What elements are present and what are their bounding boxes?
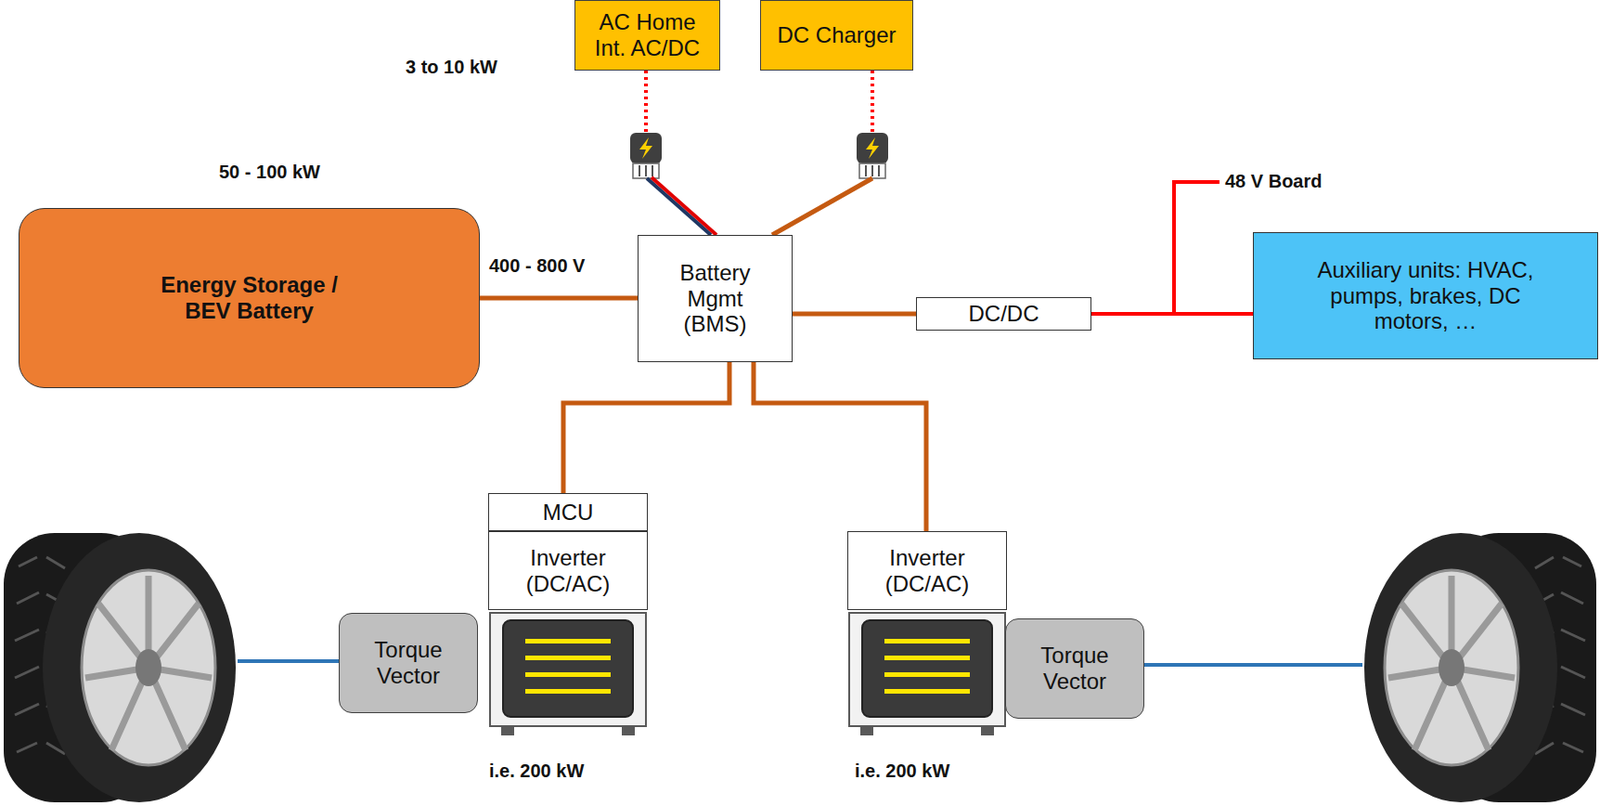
motor-winding xyxy=(884,655,970,660)
motor-frame xyxy=(849,612,1006,726)
connector xyxy=(479,297,638,299)
connector-line xyxy=(644,70,648,133)
node-text: Inverter (DC/AC) xyxy=(512,544,624,596)
motor-icon xyxy=(490,612,646,736)
plug-pin xyxy=(864,165,867,177)
wheel-hub xyxy=(135,648,162,686)
plug-body xyxy=(630,132,662,164)
plug-pin xyxy=(638,165,641,177)
plug-head xyxy=(859,163,886,179)
axle xyxy=(237,658,339,663)
motor-winding xyxy=(884,638,970,644)
motor-winding xyxy=(884,688,970,694)
plug-pin xyxy=(871,165,874,177)
motor-core xyxy=(503,619,633,717)
node-text: Torque Vector xyxy=(361,636,455,688)
tire xyxy=(3,532,236,802)
connector xyxy=(792,313,917,315)
axle xyxy=(1144,662,1363,667)
torque-vector-box: Torque Vector xyxy=(338,612,478,713)
connector xyxy=(772,70,873,235)
motor-winding xyxy=(884,671,970,677)
motor-core xyxy=(862,619,993,717)
converter-box: DC/DC xyxy=(916,296,1092,331)
connector-line xyxy=(870,70,875,133)
spec-label: 400 - 800 V xyxy=(489,254,585,277)
tire xyxy=(1364,532,1597,802)
connector-line xyxy=(792,311,917,317)
node-text: AC Home Int. AC/DC xyxy=(589,9,706,61)
tire-sidewall xyxy=(1364,532,1558,802)
plug-pin xyxy=(645,165,647,177)
spec-label: i.e. 200 kW xyxy=(489,759,584,782)
connector xyxy=(563,361,730,493)
connector xyxy=(1091,313,1253,315)
mcu-box: MCU xyxy=(488,492,648,531)
node-text: DC/DC xyxy=(968,300,1040,327)
connector-line xyxy=(1091,311,1253,316)
connector-line xyxy=(479,296,638,301)
connector xyxy=(645,70,717,235)
inverter-box: Inverter (DC/AC) xyxy=(847,530,1007,610)
motor-icon xyxy=(849,612,1006,736)
charging-plug xyxy=(630,132,662,179)
rim-spokes xyxy=(1388,575,1515,750)
connector-line xyxy=(646,178,711,235)
motor-foot xyxy=(980,725,994,736)
connector-line xyxy=(651,177,717,235)
motor-frame xyxy=(490,612,646,726)
node-text: Battery Mgmt (BMS) xyxy=(659,259,772,337)
connector-line xyxy=(753,361,927,531)
wheel-hub xyxy=(1438,648,1465,686)
plug-pin xyxy=(877,165,880,177)
motor-foot xyxy=(501,725,515,736)
plug-bolt xyxy=(639,137,653,159)
node-text: Energy Storage / BEV Battery xyxy=(147,271,352,323)
motor-winding xyxy=(525,638,611,644)
motor-winding xyxy=(525,688,611,694)
torque-vector-box: Torque Vector xyxy=(1005,618,1145,719)
bms-box: Battery Mgmt (BMS) xyxy=(637,234,793,362)
connector-line xyxy=(772,178,873,235)
spec-label: i.e. 200 kW xyxy=(854,759,950,782)
node-text: Inverter (DC/AC) xyxy=(871,544,983,596)
auxiliary-box: Auxiliary units: HVAC, pumps, brakes, DC… xyxy=(1252,232,1599,360)
node-text: MCU xyxy=(542,499,594,526)
plug-pin xyxy=(651,165,654,177)
plug-head xyxy=(632,163,659,179)
board-wire xyxy=(1174,181,1220,314)
wheel-rim xyxy=(1384,569,1519,765)
spec-label: 3 to 10 kW xyxy=(405,55,498,78)
connector xyxy=(753,361,927,531)
spec-label: 50 - 100 kW xyxy=(219,160,321,183)
rim-spokes xyxy=(85,575,212,750)
wheel-rim xyxy=(81,569,216,765)
motor-foot xyxy=(860,725,874,736)
motor-winding xyxy=(525,671,611,677)
battery-box: Energy Storage / BEV Battery xyxy=(18,207,480,388)
inverter-box: Inverter (DC/AC) xyxy=(488,530,648,610)
plug-bolt xyxy=(865,137,879,159)
node-text: DC Charger xyxy=(776,22,896,49)
connector-line xyxy=(563,361,730,493)
plug-body xyxy=(856,132,889,164)
charger-box: DC Charger xyxy=(760,0,914,71)
charger-box: AC Home Int. AC/DC xyxy=(574,0,721,71)
motor-foot xyxy=(621,725,635,736)
tire-sidewall xyxy=(42,532,236,802)
node-text: Torque Vector xyxy=(1028,642,1122,694)
motor-winding xyxy=(525,655,611,660)
node-text: Auxiliary units: HVAC, pumps, brakes, DC… xyxy=(1300,257,1551,335)
spec-label: 48 V Board xyxy=(1225,169,1322,193)
charging-plug xyxy=(856,132,889,179)
